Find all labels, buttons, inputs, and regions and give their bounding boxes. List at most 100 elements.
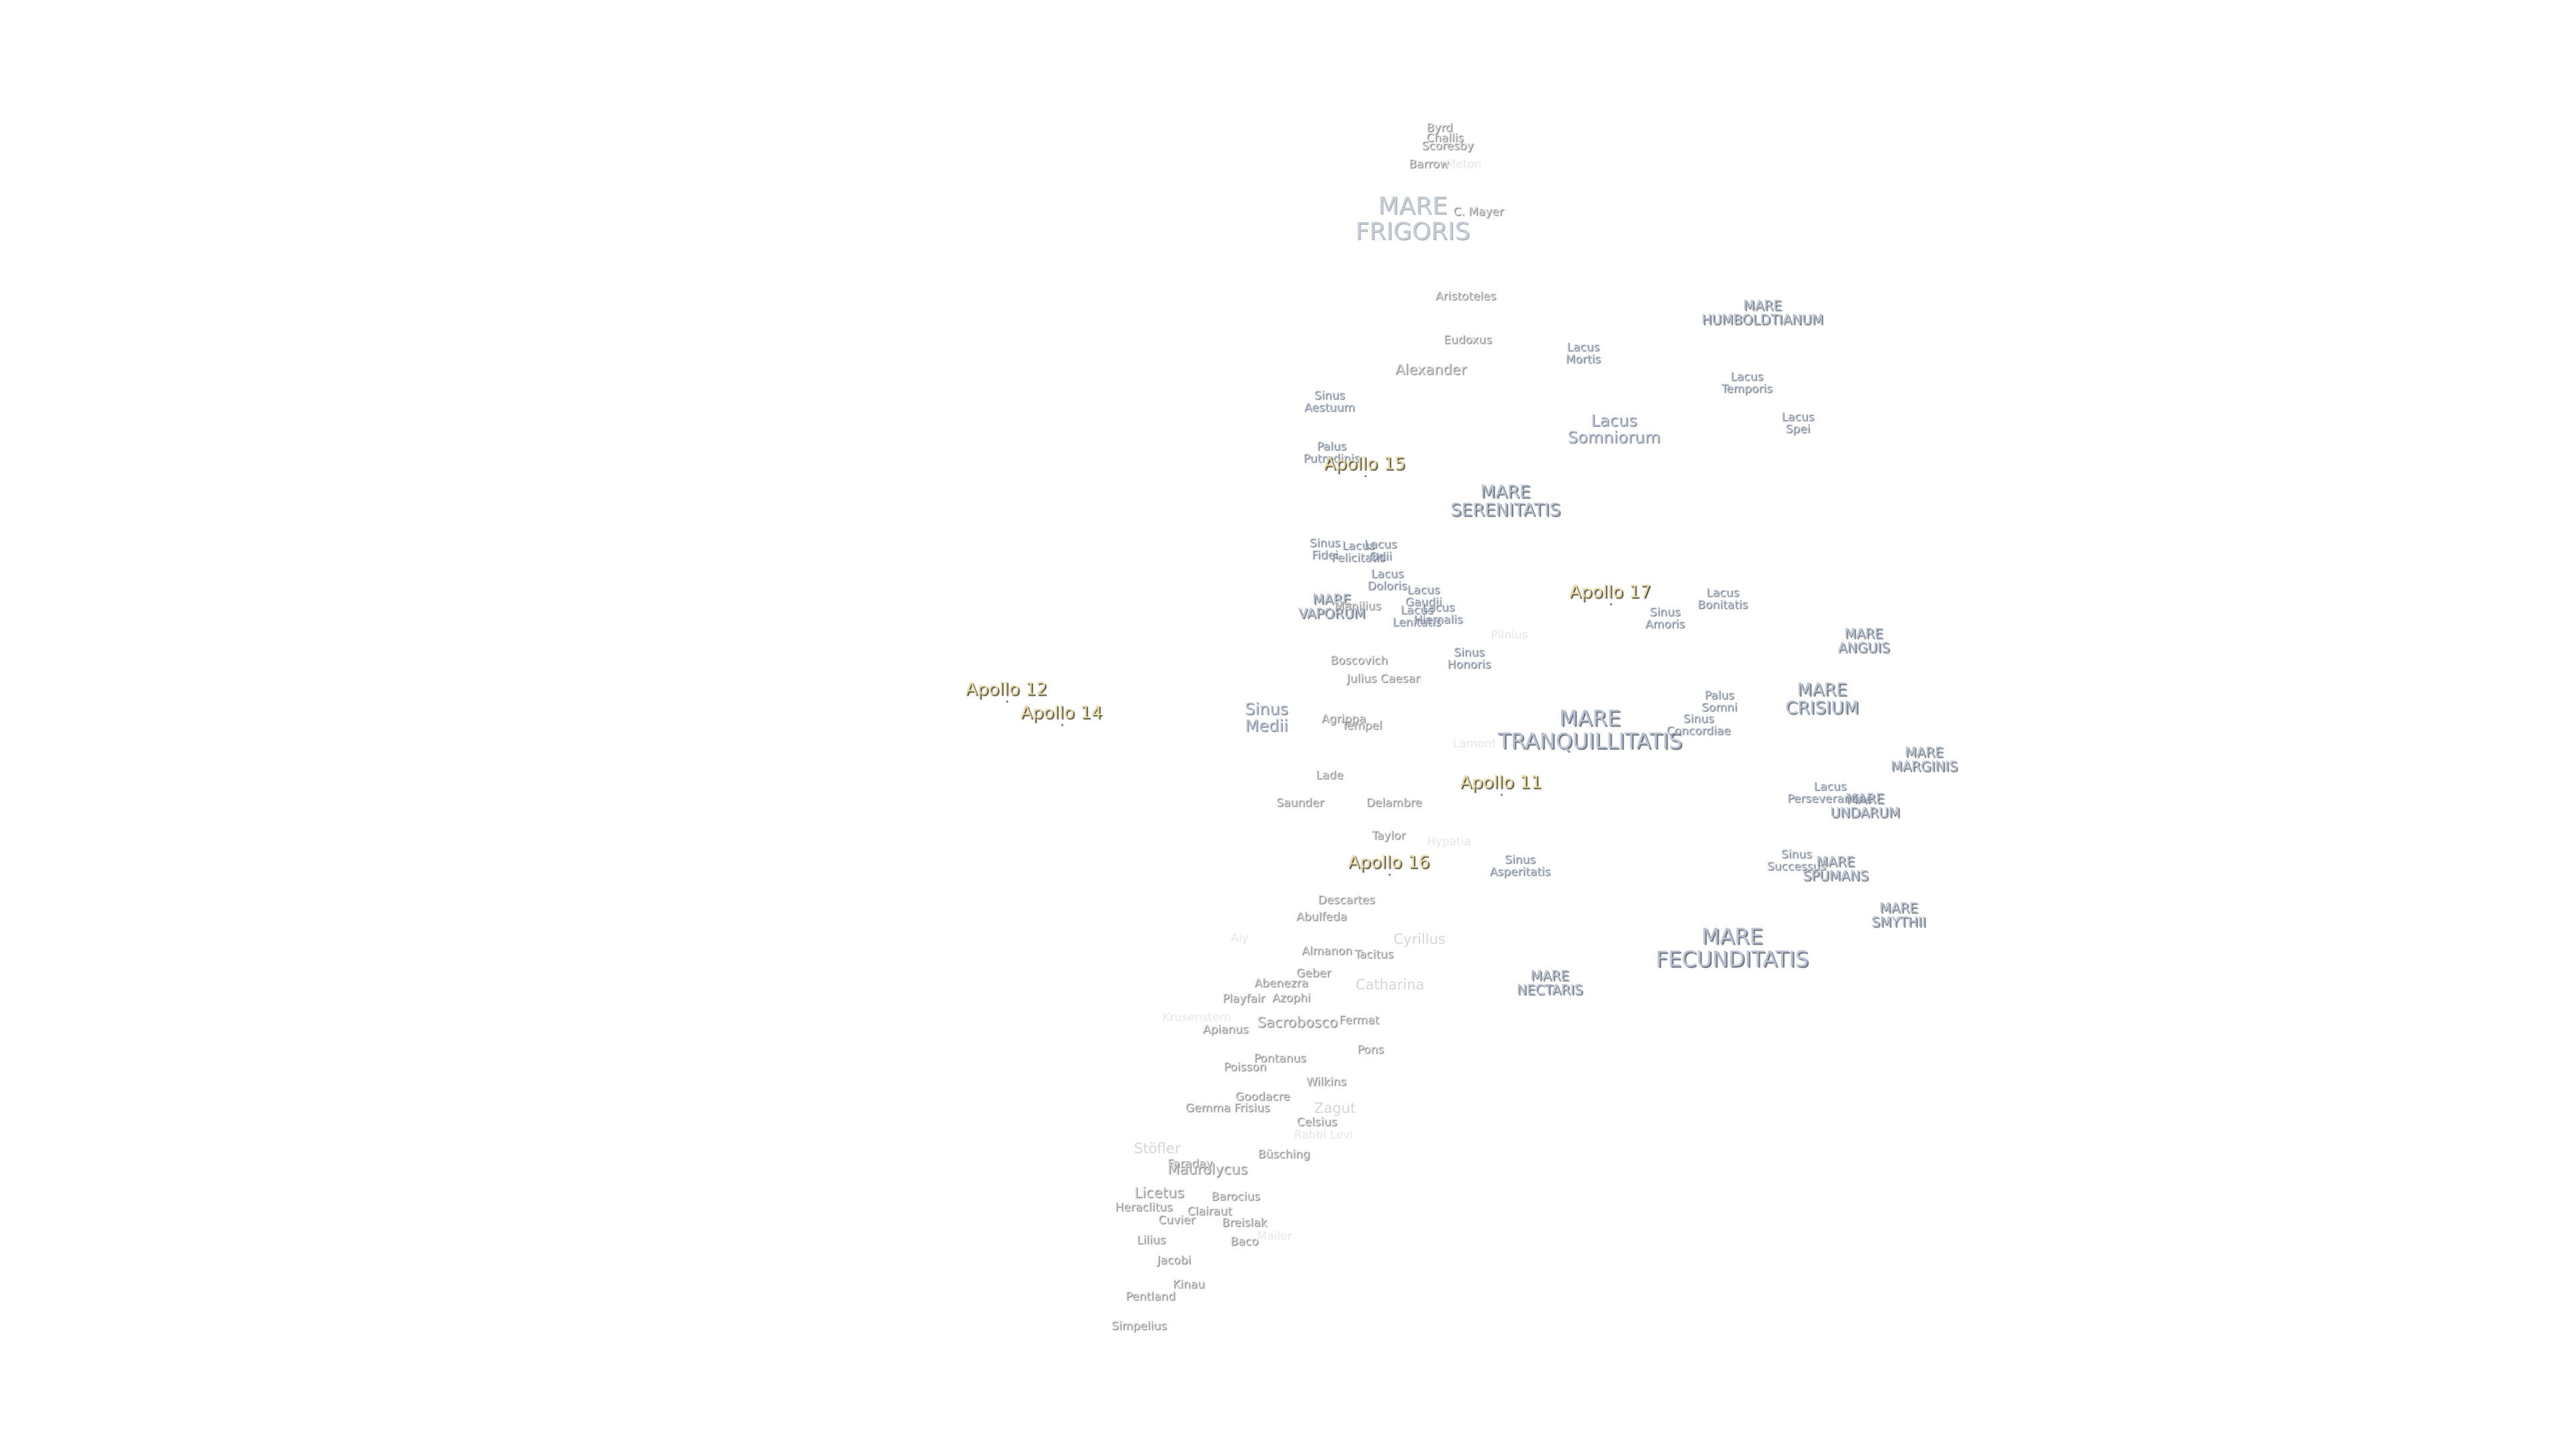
sinus-aestuum-water-label: Sinus Aestuum — [1304, 389, 1355, 415]
lacus-odii-water-label: Lacus Odii — [1364, 538, 1397, 564]
smythii-mare-label: MARE SMYTHII — [1871, 900, 1926, 930]
eudoxus-crater-label: Eudoxus — [1444, 333, 1492, 347]
barrow-crater-label: Barrow — [1409, 158, 1449, 172]
faraday-crater-label: Faraday — [1167, 1157, 1213, 1171]
tacitus-crater-label: Tacitus — [1354, 948, 1394, 962]
lacus-gaudii-water-label: Lacus Gaudii — [1405, 584, 1442, 609]
hypatia-crater-label: Hypatia — [1427, 835, 1471, 849]
pontanus-crater-label: Pontanus — [1253, 1052, 1307, 1066]
lamont-crater-label: Lamont — [1452, 737, 1497, 751]
mailer-crater-label: Mailer — [1257, 1230, 1292, 1244]
plinius-crater-label: Plinius — [1491, 629, 1528, 643]
nectaris-mare-label: MARE NECTARIS — [1516, 967, 1583, 998]
c-mayer-crater-label: C. Mayer — [1453, 205, 1504, 219]
heraclitus-crater-label: Heraclitus — [1115, 1201, 1173, 1215]
agrippa-crater-label: Agrippa — [1321, 712, 1366, 727]
challis-crater-label: Challis — [1426, 131, 1464, 146]
apollo-17-landing-site-label[interactable]: Apollo 17 — [1569, 582, 1651, 606]
undarum-mare-label: MARE UNDARUM — [1829, 790, 1900, 820]
pentland-crater-label: Pentland — [1125, 1290, 1176, 1304]
serenitatis-mare-label: MARE SERENITATIS — [1450, 482, 1561, 521]
sinus-asperitatis-water-label: Sinus Asperitatis — [1489, 853, 1551, 879]
lacus-doloris-water-label: Lacus Doloris — [1367, 568, 1407, 593]
wilkins-crater-label: Wilkins — [1305, 1075, 1347, 1089]
kinau-crater-label: Kinau — [1173, 1278, 1205, 1292]
sinus-honoris-water-label: Sinus Honoris — [1447, 646, 1491, 672]
marginis-mare-label: MARE MARGINIS — [1890, 744, 1957, 774]
frigoris-mare-label: MARE FRIGORIS — [1355, 193, 1470, 246]
cuvier-crater-label: Cuvier — [1158, 1214, 1195, 1228]
apollo-12-landing-site-label[interactable]: Apollo 12 — [965, 679, 1047, 704]
simpelius-crater-label: Simpelius — [1111, 1320, 1167, 1334]
spumans-mare-label: MARE SPUMANS — [1803, 853, 1868, 883]
fermat-crater-label: Fermat — [1339, 1014, 1379, 1028]
sinus-concordiae-water-label: Sinus Concordiae — [1666, 712, 1731, 738]
poisson-crater-label: Poisson — [1224, 1061, 1267, 1075]
apollo-14-landing-site-label[interactable]: Apollo 14 — [1020, 702, 1102, 727]
lacus-hiemalis-water-label: Lacus Hiemalis — [1413, 601, 1463, 627]
delambre-crater-label: Delambre — [1366, 796, 1422, 810]
scoresby-crater-label: Scoresby — [1421, 140, 1474, 154]
crisium-mare-label: MARE CRISIUM — [1785, 680, 1859, 718]
celsius-crater-label: Celsius — [1296, 1116, 1338, 1130]
lacus-somniorum-water-label: Lacus Somniorum — [1567, 411, 1661, 447]
tempel-crater-label: Tempel — [1341, 719, 1383, 733]
manilius-crater-label: Manilius — [1334, 600, 1381, 614]
saunder-crater-label: Saunder — [1276, 796, 1324, 810]
catharina-crater-label: Catharina — [1355, 976, 1425, 993]
lacus-mortis-water-label: Lacus Mortis — [1565, 341, 1601, 366]
lacus-temporis-water-label: Lacus Temporis — [1721, 370, 1773, 396]
sacrobosco-crater-label: Sacrobosco — [1256, 1014, 1338, 1030]
lilius-crater-label: Lilius — [1136, 1234, 1166, 1248]
cyrillus-crater-label: Cyrillus — [1393, 930, 1446, 947]
krusenstern-crater-label: Krusenstern — [1162, 1011, 1232, 1025]
sinus-amoris-water-label: Sinus Amoris — [1645, 606, 1685, 631]
apianus-crater-label: Apianus — [1203, 1023, 1248, 1037]
rabbi-levi-crater-label: Rabbi Levi — [1294, 1128, 1353, 1142]
geber-crater-label: Geber — [1296, 967, 1331, 981]
stofler-crater-label: Stöfler — [1134, 1140, 1181, 1157]
julius-caesar-crater-label: Julius Caesar — [1346, 672, 1420, 686]
breislak-crater-label: Breislak — [1222, 1216, 1267, 1230]
jacobi-crater-label: Jacobi — [1157, 1254, 1191, 1268]
vaporum-mare-label: MARE VAPORUM — [1298, 591, 1365, 621]
abulfeda-crater-label: Abulfeda — [1296, 910, 1347, 924]
pons-crater-label: Pons — [1357, 1043, 1384, 1057]
lacus-spei-water-label: Lacus Spei — [1781, 411, 1815, 436]
alexander-crater-label: Alexander — [1395, 361, 1467, 378]
almanon-crater-label: Almanon — [1301, 945, 1352, 959]
meton-crater-label: Meton — [1446, 158, 1482, 172]
humboldtianum-mare-label: MARE HUMBOLDTIANUM — [1701, 297, 1823, 327]
byrd-crater-label: Byrd — [1426, 121, 1453, 136]
lacus-lenitatis-water-label: Lacus Lenitatis — [1392, 604, 1442, 629]
playfair-crater-label: Playfair — [1222, 992, 1265, 1006]
apollo-16-landing-site-label[interactable]: Apollo 16 — [1348, 852, 1430, 877]
lacus-bonitatis-water-label: Lacus Bonitatis — [1697, 586, 1748, 612]
palus-putredinis-water-label: Palus Putredinis — [1303, 440, 1360, 466]
maurolycus-crater-label: Maurolycus — [1167, 1161, 1248, 1177]
apollo-11-landing-site-label[interactable]: Apollo 11 — [1460, 772, 1542, 797]
lade-crater-label: Lade — [1316, 769, 1344, 783]
palus-somni-water-label: Palus Somni — [1701, 689, 1737, 714]
fecunditatis-mare-label: MARE FECUNDITATIS — [1655, 923, 1809, 971]
taylor-crater-label: Taylor — [1371, 829, 1406, 843]
clairaut-crater-label: Clairaut — [1187, 1205, 1232, 1219]
licetus-crater-label: Licetus — [1134, 1184, 1185, 1201]
apollo-15-landing-site-label[interactable]: Apollo 15 — [1324, 453, 1405, 478]
aristoteles-crater-label: Aristoteles — [1435, 290, 1497, 304]
sinus-fidei-water-label: Sinus Fidei — [1309, 537, 1340, 562]
boscovich-crater-label: Boscovich — [1330, 654, 1388, 668]
anguis-mare-label: MARE ANGUIS — [1837, 625, 1890, 655]
goodacre-crater-label: Goodacre — [1235, 1090, 1290, 1104]
baco-crater-label: Baco — [1230, 1235, 1258, 1249]
zagut-crater-label: Zagut — [1313, 1099, 1356, 1116]
tranquillitatis-mare-label: MARE TRANQUILLITATIS — [1497, 705, 1682, 753]
gemma-frisius-crater-label: Gemma Frisius — [1185, 1102, 1271, 1116]
abenezra-crater-label: Abenezra — [1254, 977, 1309, 991]
lacus-perseverantiae-water-label: Lacus Perseverantiae — [1787, 780, 1873, 806]
aly-crater-label: Aly — [1230, 932, 1249, 946]
barocius-crater-label: Barocius — [1211, 1190, 1260, 1204]
sinus-successus-water-label: Sinus Successus — [1766, 848, 1827, 873]
sinus-medii-water-label: Sinus Medii — [1244, 699, 1289, 735]
